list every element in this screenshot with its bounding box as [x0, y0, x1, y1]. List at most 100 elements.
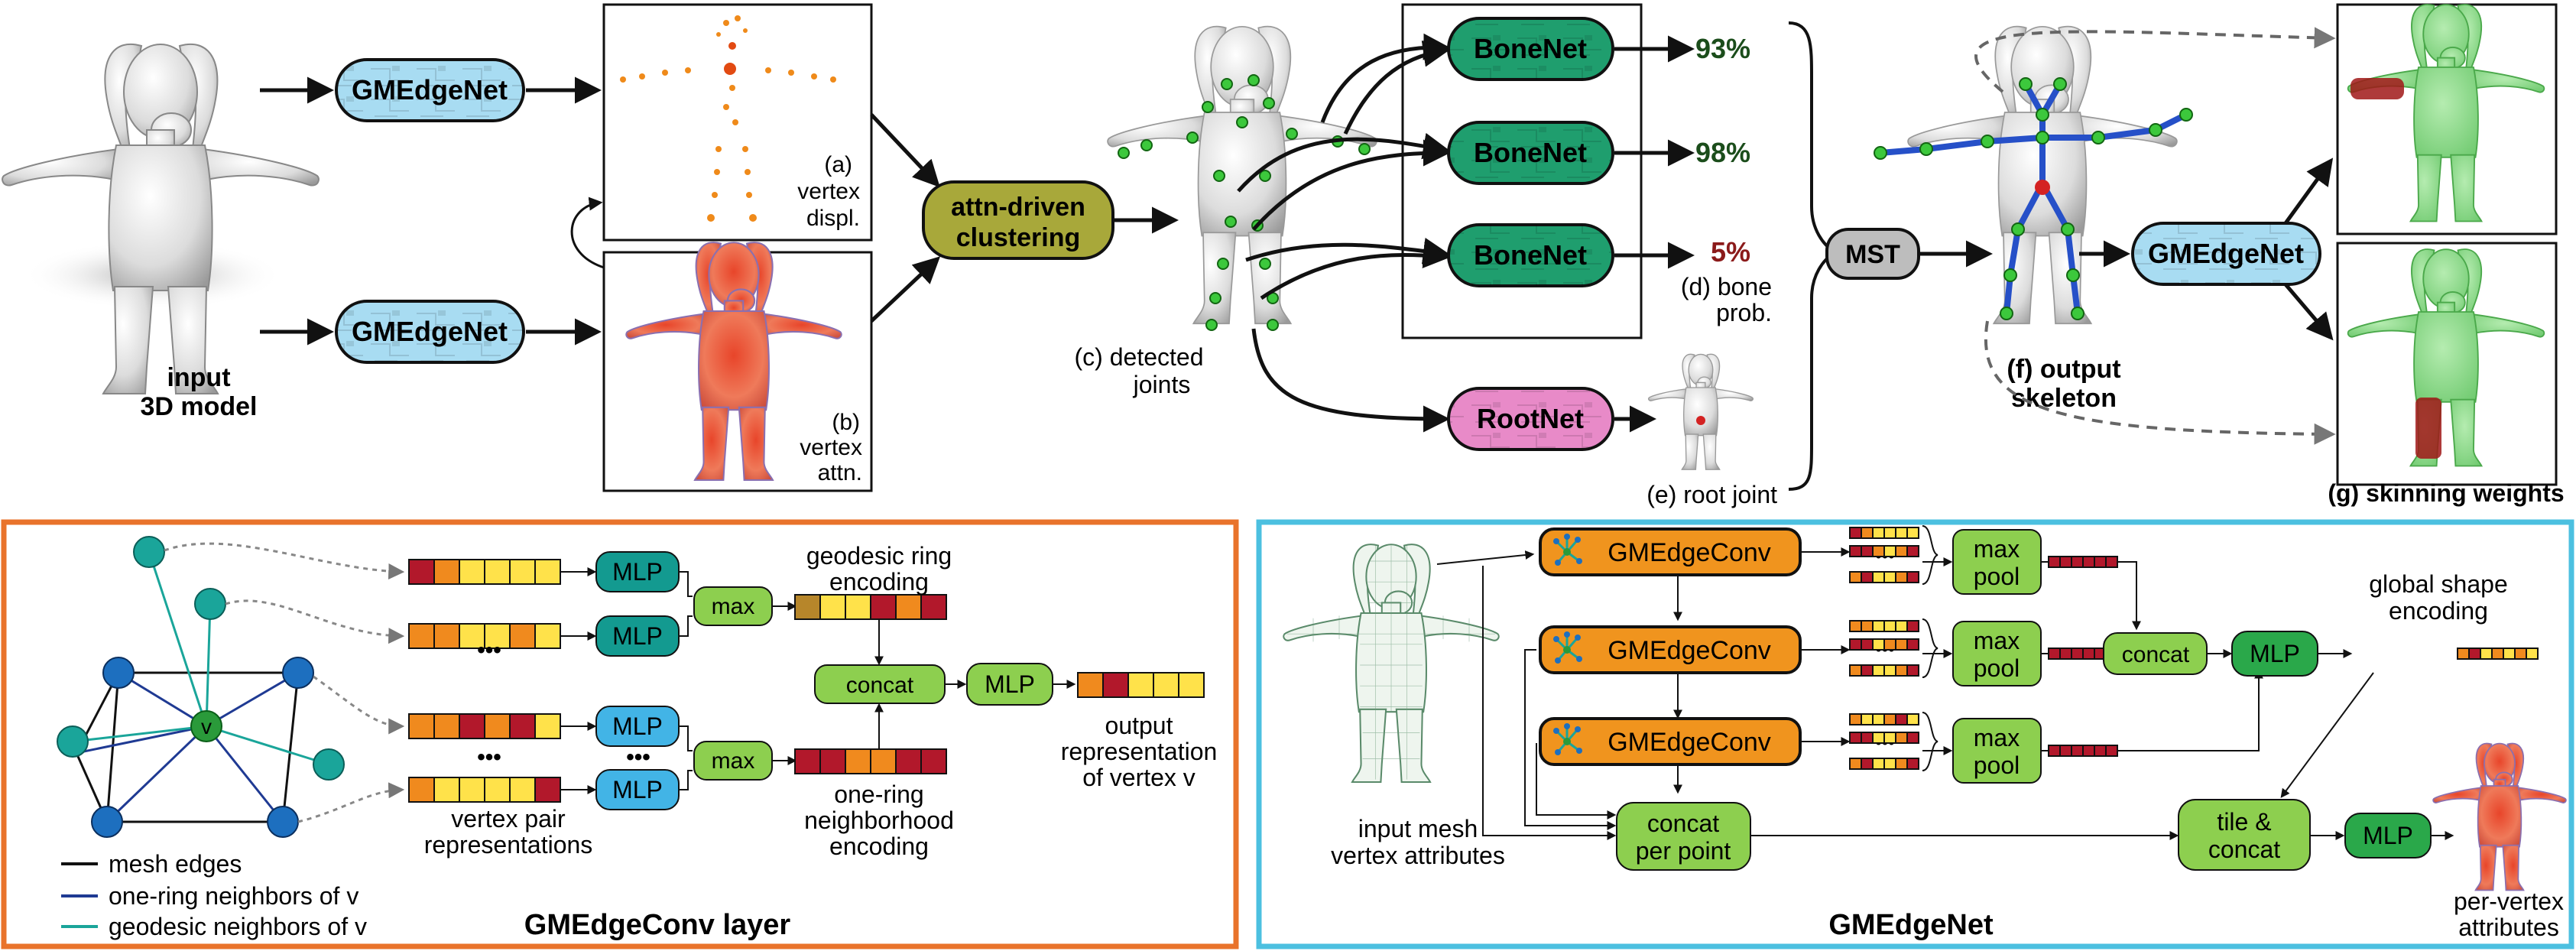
feature-cell [2094, 745, 2107, 757]
max-box-top: max [693, 586, 773, 626]
feature-cell [2105, 745, 2118, 757]
feature-cell [1883, 732, 1896, 744]
input-label-line1: input [167, 363, 230, 392]
feature-cell [1861, 620, 1874, 632]
feature-cell [408, 713, 435, 739]
mlp-box-output: MLP [966, 663, 1053, 706]
feature-cell [1906, 638, 1919, 651]
feature-cell [2059, 556, 2072, 568]
mlp-label: MLP [612, 776, 663, 803]
feature-cell [1861, 758, 1874, 770]
feature-cell [1906, 545, 1919, 557]
bonenet-label: BoneNet [1474, 137, 1587, 168]
feature-cell [1872, 638, 1885, 651]
feature-cell [1861, 713, 1874, 725]
root-joint-label: (e) root joint [1646, 481, 1777, 508]
arrow-a-to-clustering [870, 113, 940, 188]
feature-row [1849, 545, 1919, 557]
feature-cell [2480, 648, 2493, 660]
pooled-bar [2048, 556, 2118, 568]
feature-cell [408, 623, 435, 649]
vertex-pair-bars [408, 559, 597, 803]
root-joint-figure [1648, 353, 1754, 470]
feature-cell [845, 748, 871, 774]
feature-cell [2082, 648, 2095, 660]
feature-cell [1895, 758, 1908, 770]
concat-per-point-label-1: concat [1647, 810, 1719, 837]
clustering-label-1: attn-driven [951, 193, 1085, 222]
gmedgenet-box-right: GMEdgeNet [2131, 222, 2321, 286]
bone-prob-label-2: prob. [1716, 299, 1772, 326]
feature-cell [1883, 620, 1896, 632]
concat-label: concat [846, 673, 914, 698]
feature-row [1849, 638, 1919, 651]
feature-cell [1906, 664, 1919, 677]
feature-cell [433, 777, 460, 803]
tile-concat-label-2: concat [2208, 836, 2280, 863]
gmedgenet-connectors [1436, 547, 2454, 840]
feature-cell [484, 623, 511, 649]
feature-cell [534, 713, 561, 739]
feature-cell [1872, 758, 1885, 770]
stack-brace [1922, 712, 1938, 771]
feature-cell [2048, 648, 2061, 660]
panel-b-label-2: vertex [800, 435, 862, 460]
gmedgenet-label: GMEdgeNet [352, 74, 508, 105]
graph-icon [1553, 631, 1582, 664]
feature-cell [1895, 527, 1908, 539]
feature-cell [2082, 745, 2095, 757]
gmedgenet-label: GMEdgeNet [352, 316, 508, 347]
feature-cell [1153, 672, 1179, 698]
feature-cell [509, 559, 536, 585]
arrow-joints-to-rootnet [1251, 328, 1450, 433]
feature-cell [2526, 648, 2539, 660]
gmedgeconv-block: GMEdgeConv [1539, 527, 1802, 576]
concat-label: concat [2122, 642, 2190, 667]
skinning-highlight-leg [2415, 398, 2441, 459]
graph-icon [1553, 723, 1582, 755]
bone-prob-2: 98% [1695, 137, 1750, 168]
feature-cell [1895, 571, 1908, 583]
panel-a-label-1: (a) [824, 152, 852, 177]
feature-cell [1849, 732, 1862, 744]
stack-brace [1922, 525, 1938, 585]
maxpool-label-2: pool [1974, 563, 2020, 590]
panel-b-label-1: (b) [832, 410, 860, 435]
input-mesh-figure [1283, 544, 1500, 784]
feature-cell [1849, 545, 1862, 557]
feature-cell [1883, 571, 1896, 583]
rootnet-label: RootNet [1477, 403, 1584, 434]
feature-cell [2491, 648, 2504, 660]
output-repr-label-1: output [1105, 712, 1173, 739]
vertex-pair-bar [408, 623, 561, 649]
gmedgenet-panel-title: GMEdgeNet [1828, 909, 1994, 941]
arrow-b-to-a [570, 196, 605, 269]
input-mesh-label-1: input mesh [1358, 815, 1478, 842]
concat-box-right: concat [2103, 632, 2208, 675]
feature-cell [845, 594, 871, 620]
feature-row [1849, 713, 1919, 725]
one-ring-label-1: one-ring [834, 781, 923, 808]
input-label-line2: 3D model [140, 392, 257, 421]
feature-cell [920, 594, 947, 620]
feature-cell [1883, 664, 1896, 677]
feature-cell [1872, 527, 1885, 539]
feature-cell [1861, 527, 1874, 539]
feature-cell [433, 713, 460, 739]
feature-cell [1861, 638, 1874, 651]
feature-cell [1127, 672, 1154, 698]
feature-cell [2048, 745, 2061, 757]
gmedgeconv-label: GMEdgeConv [1608, 636, 1771, 665]
ellipsis-2: ••• [477, 745, 501, 770]
mlp-label: MLP [612, 558, 663, 586]
root-joint-point [1696, 416, 1705, 425]
one-ring-encoding-bar [794, 748, 947, 774]
feature-cell [2105, 556, 2118, 568]
feature-row [1849, 527, 1919, 539]
arrows-joints-to-bonenet [1237, 33, 1450, 300]
feature-cell [459, 777, 485, 803]
feature-stacks: ••••••••• [1849, 525, 1938, 771]
mlp-label: MLP [612, 622, 663, 650]
